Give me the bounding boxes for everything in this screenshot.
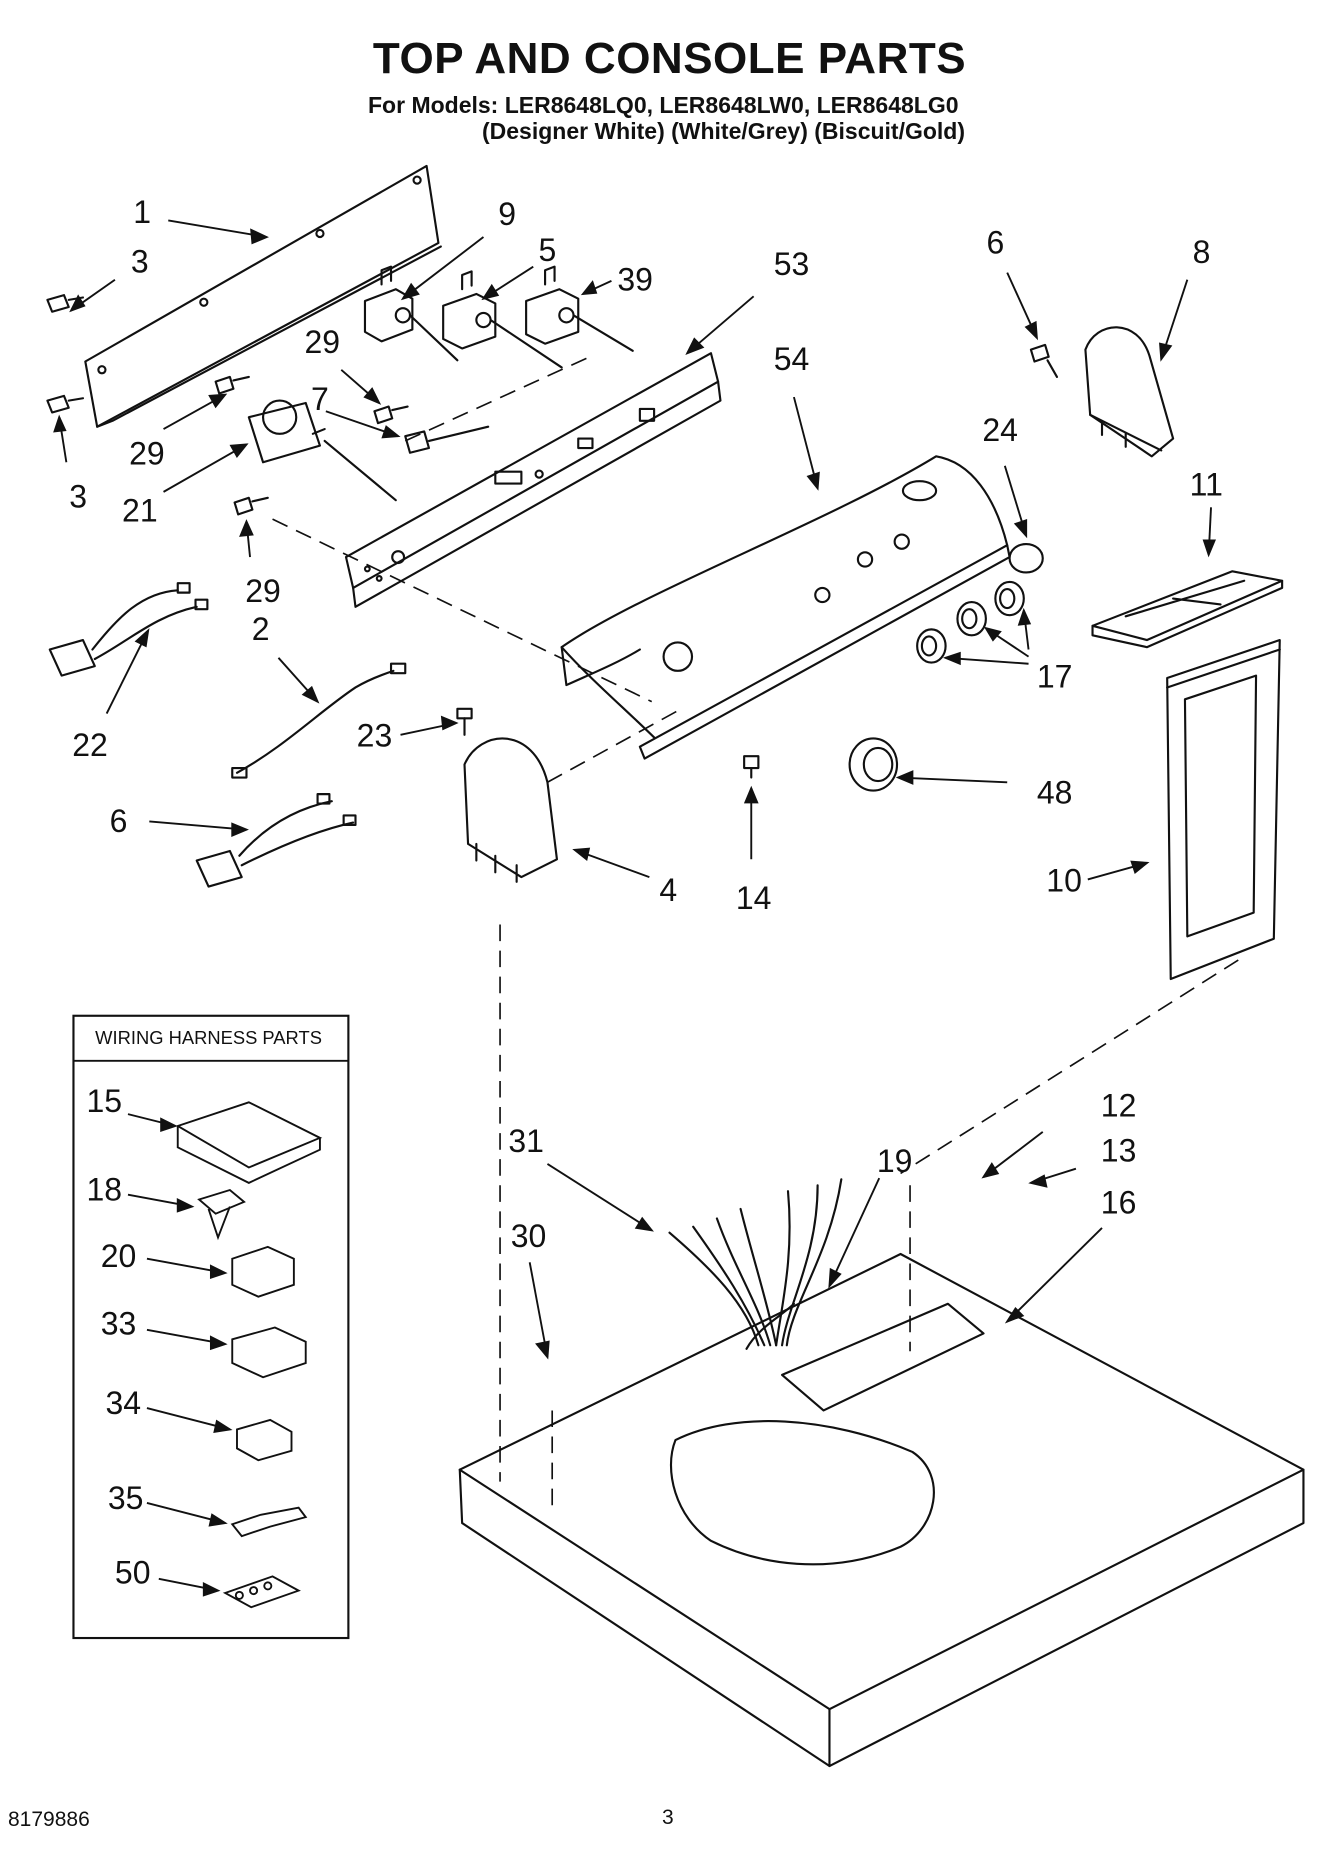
colors-line: (Designer White) (White/Grey) (Biscuit/G… bbox=[482, 118, 966, 144]
callout-number: 3 bbox=[131, 244, 149, 280]
callout-number: 35 bbox=[108, 1480, 144, 1516]
large-knob-part bbox=[848, 737, 899, 792]
callout-number: 11 bbox=[1190, 466, 1223, 502]
callout-number: 9 bbox=[498, 196, 516, 232]
dryer-top-part bbox=[458, 1252, 1305, 1768]
callout-number: 10 bbox=[1046, 862, 1082, 898]
callout-number: 50 bbox=[115, 1554, 151, 1590]
wiring-harness-box: WIRING HARNESS PARTS bbox=[72, 1014, 350, 1640]
callout-number: 29 bbox=[245, 573, 281, 609]
harness-part bbox=[195, 793, 357, 888]
callout-number: 54 bbox=[774, 341, 810, 377]
callout-number: 2 bbox=[252, 611, 270, 647]
badge-part bbox=[1008, 542, 1044, 574]
harness-part bbox=[668, 1178, 843, 1347]
page-number: 3 bbox=[662, 1806, 674, 1829]
screw-icon bbox=[456, 707, 473, 736]
knob-part bbox=[956, 601, 987, 637]
callout-number: 1 bbox=[133, 194, 151, 230]
lint-screen-part bbox=[1166, 638, 1281, 981]
screw-icon bbox=[743, 755, 760, 779]
wiring-box-title: WIRING HARNESS PARTS bbox=[95, 1027, 322, 1048]
callout-number: 22 bbox=[72, 727, 108, 763]
callout-number: 29 bbox=[129, 436, 165, 472]
callout-number: 18 bbox=[86, 1172, 122, 1208]
callout-number: 6 bbox=[110, 803, 128, 839]
callout-number: 33 bbox=[101, 1306, 137, 1342]
callout-number: 6 bbox=[986, 225, 1004, 261]
callout-number: 39 bbox=[617, 261, 653, 297]
callout-number: 7 bbox=[311, 381, 329, 417]
callout-number: 13 bbox=[1101, 1133, 1137, 1169]
callout-number: 31 bbox=[508, 1123, 544, 1159]
callout-number: 12 bbox=[1101, 1088, 1137, 1124]
callout-number: 3 bbox=[69, 478, 87, 514]
callout-number: 21 bbox=[122, 493, 158, 529]
screw-icon bbox=[46, 294, 85, 313]
switch-part bbox=[363, 265, 459, 362]
switch-part bbox=[525, 265, 634, 352]
callout-number: 30 bbox=[511, 1218, 547, 1254]
models-line: For Models: LER8648LQ0, LER8648LW0, LER8… bbox=[368, 92, 959, 118]
callout-number: 17 bbox=[1037, 658, 1073, 694]
callout-number: 14 bbox=[736, 880, 772, 916]
callout-number: 8 bbox=[1193, 234, 1211, 270]
document-number: 8179886 bbox=[8, 1808, 90, 1831]
console-bracket-part bbox=[344, 352, 722, 608]
callout-number: 20 bbox=[101, 1238, 137, 1274]
callout-number: 15 bbox=[86, 1083, 122, 1119]
knob-insert-part bbox=[404, 425, 490, 454]
knob-part bbox=[916, 628, 947, 664]
console-panel-part bbox=[560, 455, 1011, 760]
callout-number: 23 bbox=[357, 718, 393, 754]
knob-part bbox=[994, 580, 1025, 617]
callout-number: 19 bbox=[877, 1143, 913, 1179]
switch-part bbox=[442, 270, 563, 369]
callout-number: 5 bbox=[539, 232, 557, 268]
screw-icon bbox=[233, 496, 269, 516]
rear-bracket-part bbox=[84, 164, 442, 428]
callout-number: 48 bbox=[1037, 775, 1073, 811]
callout-number: 24 bbox=[982, 412, 1018, 448]
lint-cover-part bbox=[1091, 570, 1284, 649]
harness-part bbox=[231, 662, 407, 779]
page-title: TOP AND CONSOLE PARTS bbox=[372, 34, 967, 83]
screw-icon bbox=[46, 394, 85, 414]
screw-icon bbox=[373, 405, 409, 425]
callout-number: 16 bbox=[1101, 1185, 1137, 1221]
screw-icon bbox=[214, 375, 250, 395]
timer-part bbox=[247, 399, 397, 502]
callout-number: 34 bbox=[105, 1385, 141, 1421]
callout-number: 53 bbox=[774, 246, 810, 282]
harness-part bbox=[48, 582, 209, 677]
screw-icon bbox=[1029, 343, 1059, 378]
end-cap-right-part bbox=[1084, 326, 1175, 458]
end-cap-left-part bbox=[463, 737, 558, 883]
callout-number: 4 bbox=[659, 872, 677, 908]
callout-number: 29 bbox=[305, 324, 341, 360]
